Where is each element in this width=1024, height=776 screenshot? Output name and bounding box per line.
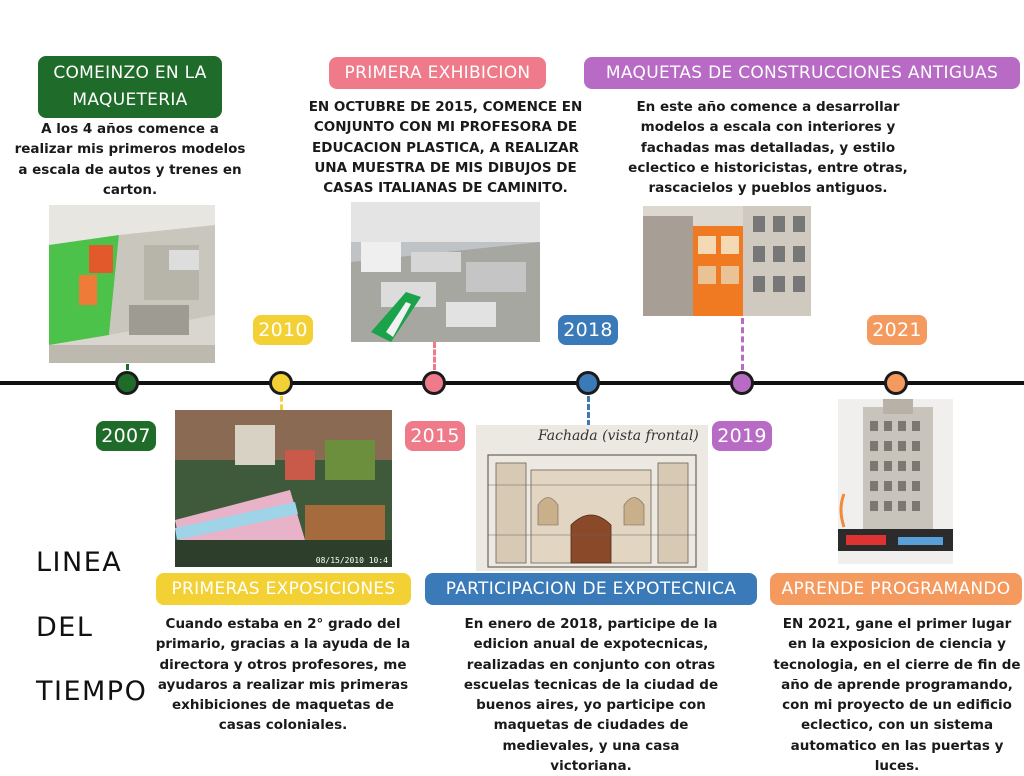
timeline-dot-2021	[884, 371, 908, 395]
heading-2015: PRIMERA EXHIBICION	[329, 57, 546, 89]
city-model-exhibition-photo	[351, 202, 540, 342]
title-line-1: LINEA	[36, 547, 123, 578]
description-2015: EN OCTUBRE DE 2015, COMENCE EN CONJUNTO …	[308, 99, 583, 197]
heading-2019: MAQUETAS DE CONSTRUCCIONES ANTIGUAS	[584, 57, 1020, 89]
year-2007: 2007	[96, 421, 156, 451]
year-2010: 2010	[253, 315, 313, 345]
connector-2019	[741, 318, 744, 370]
heading-2021: APRENDE PROGRAMANDO	[770, 573, 1022, 605]
title-line-3: TIEMPO	[36, 676, 148, 707]
facade-drawing-photo: Fachada (vista frontal)	[476, 425, 708, 571]
photo-timestamp: 08/15/2010 10:4	[315, 556, 388, 565]
year-2019: 2019	[712, 421, 772, 451]
description-2010: Cuando estaba en 2° grado del primario, …	[155, 616, 411, 734]
cardboard-cars-trains-photo	[49, 205, 215, 363]
title-line-2: DEL	[36, 612, 94, 643]
heading-2018: PARTICIPACION DE EXPOTECNICA	[425, 573, 757, 605]
timeline-dot-2010	[269, 371, 293, 395]
year-2018: 2018	[558, 315, 618, 345]
timeline-dot-2007	[115, 371, 139, 395]
timeline-dot-2018	[576, 371, 600, 395]
year-2021: 2021	[867, 315, 927, 345]
colonial-houses-model-photo: 08/15/2010 10:4	[175, 410, 392, 567]
year-2015: 2015	[405, 421, 465, 451]
timeline-dot-2019	[730, 371, 754, 395]
description-2007: A los 4 años comence a realizar mis prim…	[14, 121, 246, 198]
connector-2010	[280, 396, 283, 410]
timeline-axis	[0, 381, 1024, 385]
facade-caption: Fachada (vista frontal)	[538, 428, 699, 444]
description-2018: En enero de 2018, participe de la edicio…	[463, 616, 719, 775]
eclectic-building-model-photo	[838, 399, 953, 564]
description-2021: EN 2021, gane el primer lugar en la expo…	[773, 616, 1021, 775]
description-2019: En este año comence a desarrollar modelo…	[628, 99, 908, 197]
connector-2018	[587, 396, 590, 426]
heading-2010: PRIMERAS EXPOSICIONES	[156, 573, 411, 605]
connector-2015	[433, 342, 436, 370]
timeline-dot-2015	[422, 371, 446, 395]
building-interiors-model-photo	[643, 206, 811, 316]
heading-2007: COMEINZO EN LA MAQUETERIA	[38, 56, 222, 118]
